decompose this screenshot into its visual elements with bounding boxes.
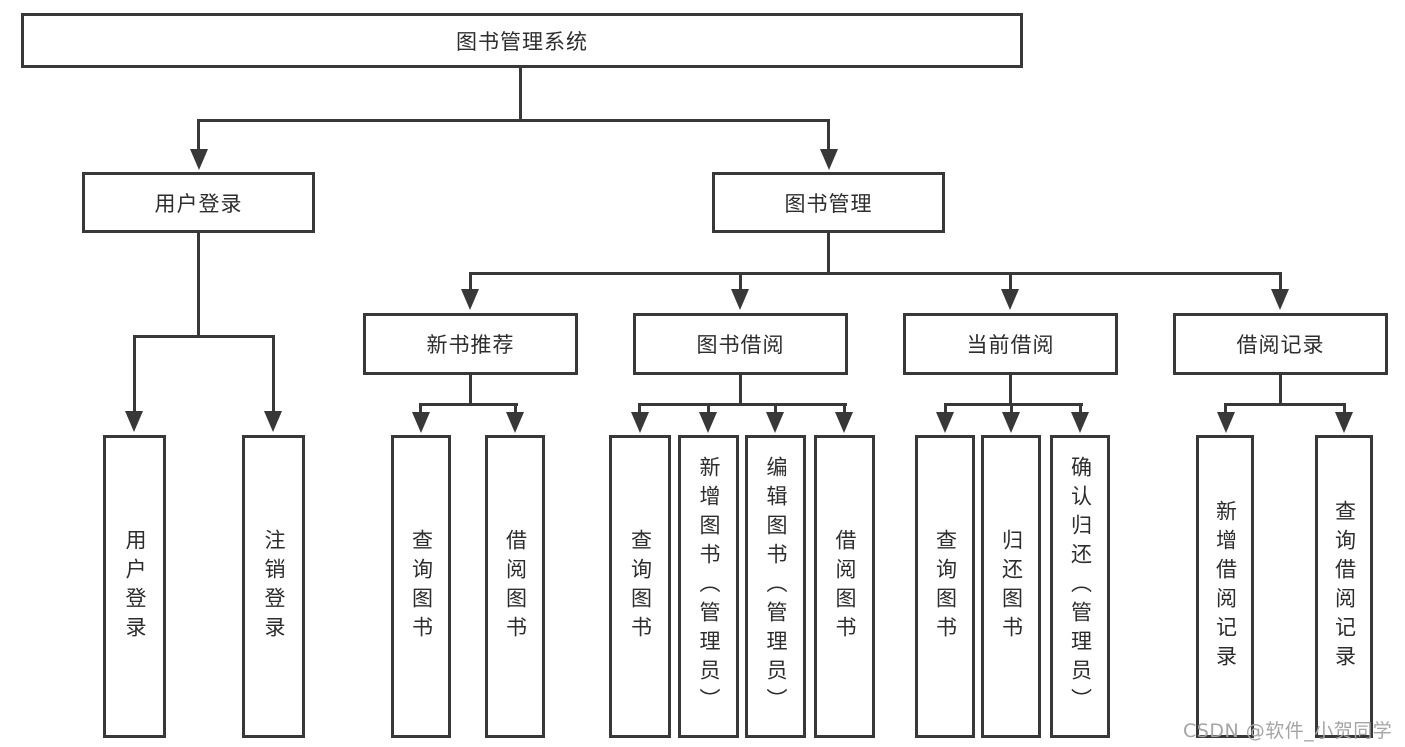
connector-arrowhead [1335,412,1353,433]
connector-arrowhead [190,149,208,170]
node-user-login: 用户登录 [82,172,315,233]
connector-to-leaf [638,403,641,413]
connector-to-leaf [514,403,517,413]
connector-borrow-records-stem [1279,375,1282,406]
leaf-book-borrow-2: 编辑图书（管理员） [745,435,806,738]
connector-arrowhead [506,412,524,433]
connector-arrowhead [766,412,784,433]
watermark-text: CSDN @软件_小贺同学 [1183,720,1393,742]
leaf-borrow-records-1: 查询借阅记录 [1315,435,1373,738]
connector-current-borrow-bar [944,403,1083,406]
connector-borrow-records-bar [1224,403,1346,406]
connector-to-leaf [774,403,777,413]
connector-to-leaf [1224,403,1227,413]
connector-to-book-mgmt [827,119,830,152]
node-borrow-records: 借阅记录 [1173,313,1388,375]
connector-arrowhead [125,411,143,432]
connector-new-books-stem [469,375,472,406]
connector-arrowhead [1217,412,1235,433]
connector-arrowhead [1001,289,1019,310]
leaf-new-books-0: 查询图书 [391,435,451,738]
connector-root-bar [197,119,830,122]
leaf-user-login-1: 注销登录 [242,435,305,738]
node-root: 图书管理系统 [21,13,1023,68]
connector-arrowhead [936,412,954,433]
connector-to-new-books [469,272,472,291]
connector-arrowhead [731,289,749,310]
connector-new-books-bar [419,403,518,406]
connector-to-user-login [197,119,200,152]
connector-arrowhead [835,412,853,433]
connector-arrowhead [412,412,430,433]
connector-current-borrow-stem [1009,375,1012,406]
connector-to-book-borrow [739,272,742,291]
connector-book-mgmt-stem [827,233,830,275]
node-book-borrow: 图书借阅 [633,313,848,375]
leaf-borrow-records-0: 新增借阅记录 [1196,435,1254,738]
connector-book-mgmt-bar [469,272,1282,275]
connector-arrowhead [1002,412,1020,433]
connector-to-leaf [843,403,846,413]
connector-arrowhead [820,149,838,170]
connector-to-current-borrow [1009,272,1012,291]
connector-to-leaf [944,403,947,413]
connector-to-leaf [707,403,710,413]
connector-to-leaf [419,403,422,413]
connector-book-borrow-stem [739,375,742,406]
leaf-current-borrow-0: 查询图书 [915,435,975,738]
connector-arrowhead [461,289,479,310]
connector-to-leaf [1010,403,1013,413]
connector-user-login-stem [197,233,200,338]
connector-to-leaf [133,335,136,412]
leaf-current-borrow-1: 归还图书 [981,435,1041,738]
connector-arrowhead [631,412,649,433]
connector-root-stem [519,68,522,122]
node-new-books: 新书推荐 [363,313,578,375]
node-book-mgmt: 图书管理 [712,172,945,233]
leaf-book-borrow-1: 新增图书（管理员） [678,435,739,738]
connector-book-borrow-bar [638,403,847,406]
leaf-current-borrow-2: 确认归还（管理员） [1050,435,1110,738]
leaf-user-login-0: 用户登录 [103,435,166,738]
connector-to-leaf [272,335,275,412]
leaf-new-books-1: 借阅图书 [485,435,545,738]
connector-to-leaf [1079,403,1082,413]
connector-arrowhead [699,412,717,433]
connector-arrowhead [1271,289,1289,310]
connector-to-borrow-records [1279,272,1282,291]
connector-arrowhead [1071,412,1089,433]
connector-arrowhead [264,411,282,432]
node-current-borrow: 当前借阅 [903,313,1118,375]
leaf-book-borrow-3: 借阅图书 [814,435,875,738]
leaf-book-borrow-0: 查询图书 [609,435,671,738]
connector-to-leaf [1343,403,1346,413]
connector-user-login-bar [133,335,275,338]
